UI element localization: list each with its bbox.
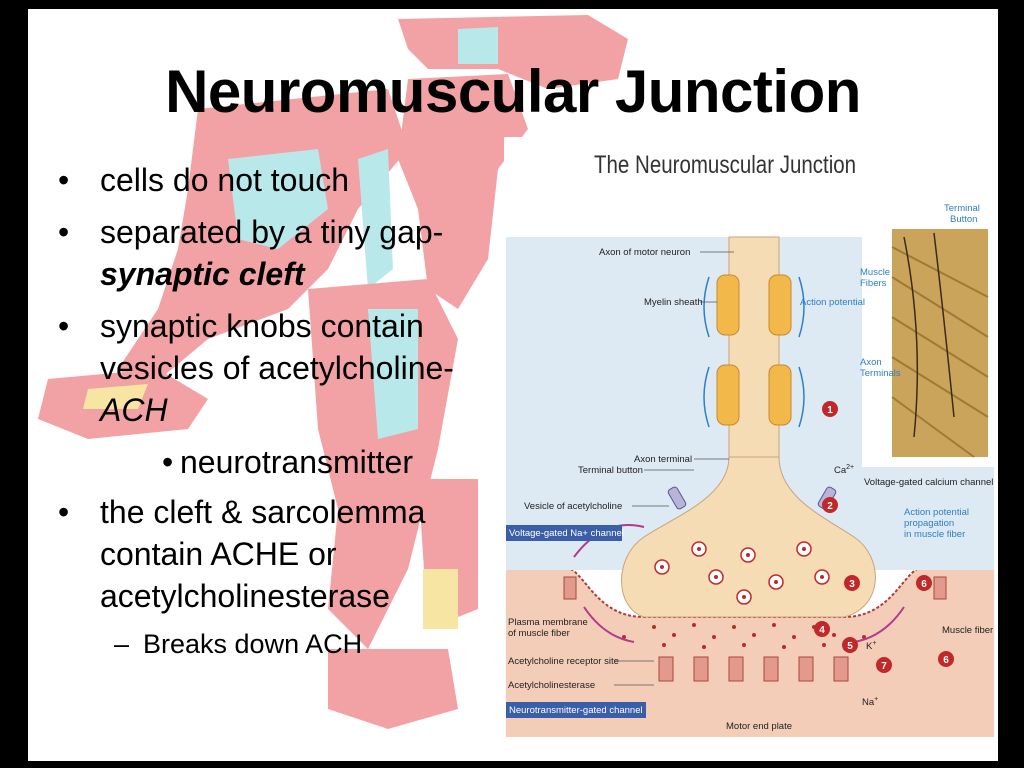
slide: Neuromuscular Junction cells do not touc… (28, 9, 998, 761)
label-vesicle-ach: Vesicle of acetylcholine (524, 501, 622, 512)
label-ap-propagation: Action potential (904, 507, 969, 518)
step-4: 4 (819, 625, 825, 636)
gated-channel-box (506, 702, 646, 718)
label-neurotransmitter-gated: Neurotransmitter-gated channel (509, 705, 643, 716)
label-myelin-sheath: Myelin sheath (644, 297, 703, 308)
label-action-potential: Action potential (800, 297, 865, 308)
nmj-diagram: 1 2 3 4 5 6 6 7 Axon of motor neuron Mye… (506, 203, 994, 737)
label-axon-terminals: Axon (860, 357, 882, 368)
label-terminal-button-photo: Terminal (944, 203, 980, 214)
step-6b: 6 (943, 655, 949, 666)
nmj-figure: The Neuromuscular Junction (504, 137, 998, 761)
step-3: 3 (849, 579, 855, 590)
label-motor-end-plate: Motor end plate (726, 721, 792, 732)
bullet-item: cells do not touch (50, 159, 510, 201)
label-terminal-button: Terminal button (578, 465, 643, 476)
emphasis-term: ACH (100, 392, 168, 428)
bullet-subitem: Breaks down ACH (50, 627, 510, 661)
label-na-ion: Na+ (862, 696, 878, 708)
label-plasma-membrane: Plasma membrane (508, 617, 588, 628)
na-channel-box (506, 525, 622, 541)
step-2: 2 (827, 501, 833, 512)
label-acetylcholinesterase: Acetylcholinesterase (508, 680, 595, 691)
bullet-subitem: neurotransmitter (50, 441, 510, 483)
svg-text:propagation: propagation (904, 518, 954, 529)
step-1: 1 (827, 405, 833, 416)
label-ca-ion: Ca2+ (834, 464, 854, 476)
label-ach-receptor-site: Acetylcholine receptor site (508, 656, 619, 667)
label-voltage-gated-na: Voltage-gated Na+ channel (509, 528, 624, 539)
svg-text:of muscle fiber: of muscle fiber (508, 628, 570, 639)
bullet-list: cells do not touch separated by a tiny g… (50, 159, 510, 671)
label-axon-motor-neuron: Axon of motor neuron (599, 247, 690, 258)
svg-text:Button: Button (950, 214, 977, 225)
svg-text:Terminals: Terminals (860, 368, 901, 379)
figure-title: The Neuromuscular Junction (594, 151, 857, 179)
label-muscle-fibers: Muscle (860, 267, 890, 278)
svg-text:in muscle fiber: in muscle fiber (904, 529, 965, 540)
bullet-item: separated by a tiny gap-synaptic cleft (50, 211, 510, 295)
step-7: 7 (881, 661, 887, 672)
bullet-item: synaptic knobs contain vesicles of acety… (50, 305, 510, 431)
emphasis-term: synaptic cleft (100, 256, 305, 292)
label-voltage-gated-ca: Voltage-gated calcium channel (864, 477, 993, 488)
bullet-item: the cleft & sarcolemma contain ACHE or a… (50, 491, 510, 617)
slide-title: Neuromuscular Junction (165, 58, 861, 125)
label-muscle-fiber: Muscle fiber (942, 625, 993, 636)
label-axon-terminal: Axon terminal (634, 454, 692, 465)
label-k-ion: K+ (866, 640, 876, 652)
step-6: 6 (921, 579, 927, 590)
svg-text:Fibers: Fibers (860, 278, 887, 289)
step-5: 5 (847, 641, 853, 652)
